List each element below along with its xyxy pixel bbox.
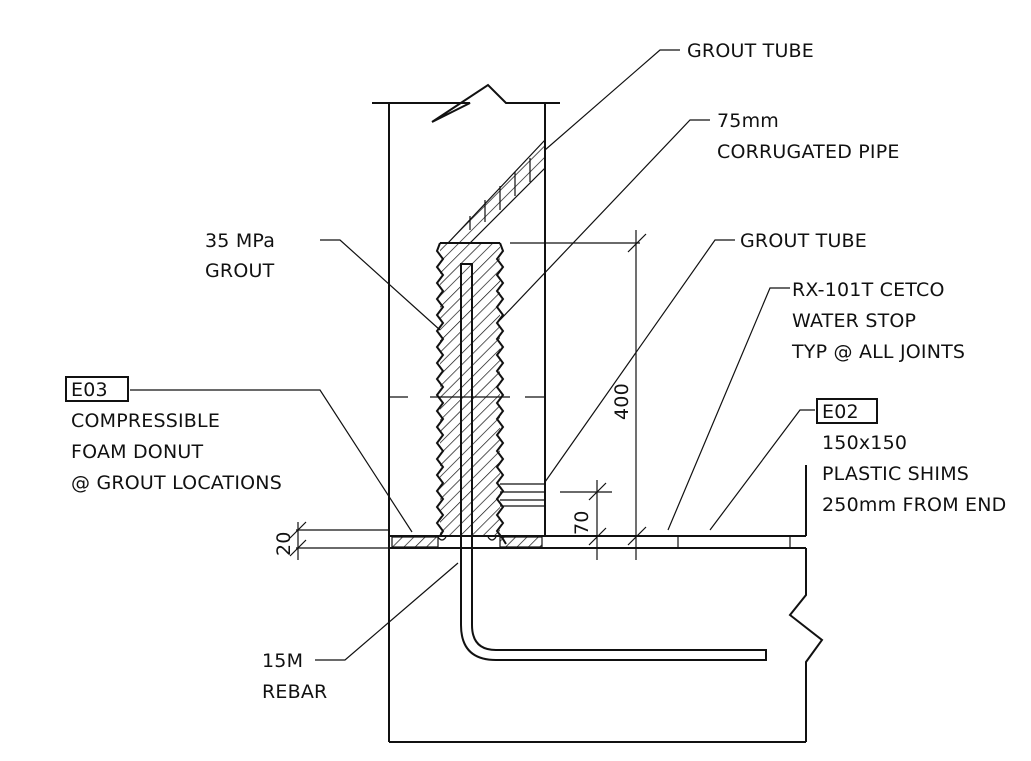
grout-tube-mid-label: GROUT TUBE: [740, 230, 867, 252]
joint-bedding: [391, 536, 543, 548]
foam-line1: COMPRESSIBLE: [71, 410, 220, 432]
rebar-word-label: REBAR: [262, 681, 327, 703]
dimension-70-text: 70: [571, 510, 593, 535]
upper-grout-tube: [446, 138, 546, 244]
e02-tag-box: [816, 398, 878, 424]
dimension-70: [560, 480, 612, 560]
grout-word-label: GROUT: [205, 260, 275, 282]
pipe-size-label: 75mm: [717, 110, 779, 132]
foam-line2: FOAM DONUT: [71, 441, 203, 463]
shim-line2: PLASTIC SHIMS: [822, 463, 969, 485]
rebar-15m: [460, 263, 767, 661]
foam-line3: @ GROUT LOCATIONS: [71, 472, 282, 494]
dimension-20-text: 20: [273, 531, 295, 556]
shim-line3: 250mm FROM END: [822, 494, 1007, 516]
grout-strength-label: 35 MPa: [205, 230, 275, 252]
dimension-400: [627, 230, 647, 560]
waterstop-line2: WATER STOP: [792, 310, 916, 332]
dimension-400-text: 400: [611, 383, 633, 420]
waterstop-line1: RX-101T CETCO: [792, 279, 945, 301]
upper-wall-panel: [372, 83, 640, 536]
e03-tag-box: [65, 376, 129, 402]
grout-tube-top-label: GROUT TUBE: [687, 40, 814, 62]
dimension-20: [289, 521, 389, 560]
leader-lines: [130, 49, 815, 661]
shim-line1: 150x150: [822, 432, 907, 454]
lower-grout-tube: [500, 483, 545, 507]
rebar-size-label: 15M: [262, 650, 303, 672]
e02-tag: E02: [822, 401, 859, 423]
pipe-type-label: CORRUGATED PIPE: [717, 141, 900, 163]
waterstop-line3: TYP @ ALL JOINTS: [791, 341, 965, 363]
e03-tag: E03: [71, 379, 108, 401]
